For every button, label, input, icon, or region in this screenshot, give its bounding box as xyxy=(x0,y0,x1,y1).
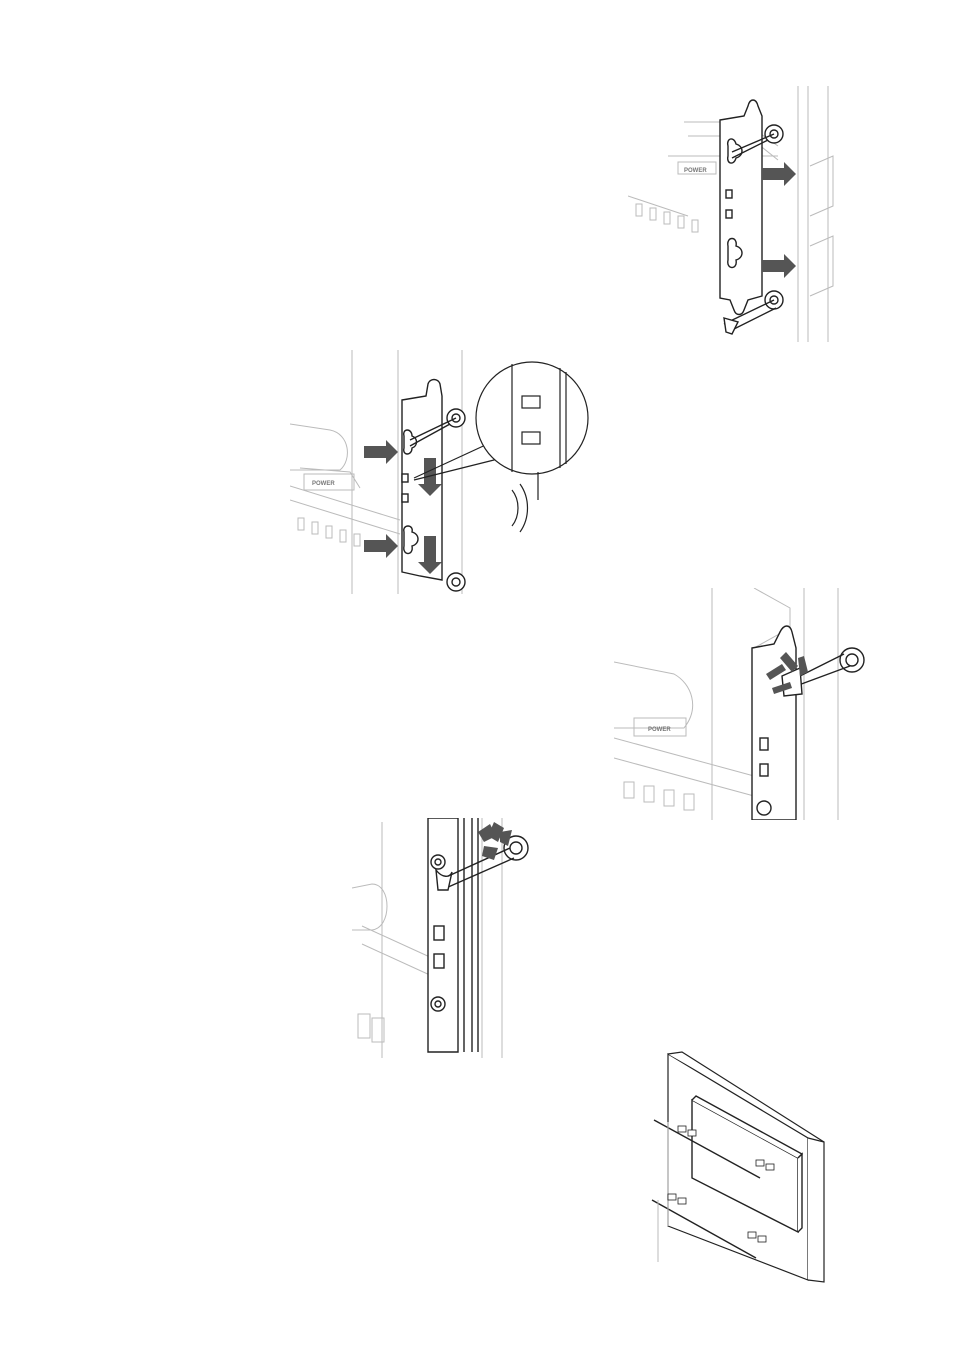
figure-wall-overview xyxy=(648,1050,834,1284)
power-label: POWER xyxy=(648,727,671,733)
figure-bracket-attach: POWER xyxy=(628,86,838,342)
figure-tighten-top: POWER xyxy=(614,588,874,820)
power-label: POWER xyxy=(684,168,707,174)
figure-slot-check: POWER xyxy=(290,350,590,594)
power-label: POWER xyxy=(312,481,335,487)
arrow-icon xyxy=(762,162,796,278)
sound-waves-icon xyxy=(512,484,528,532)
figure-tighten-detail xyxy=(352,818,542,1058)
